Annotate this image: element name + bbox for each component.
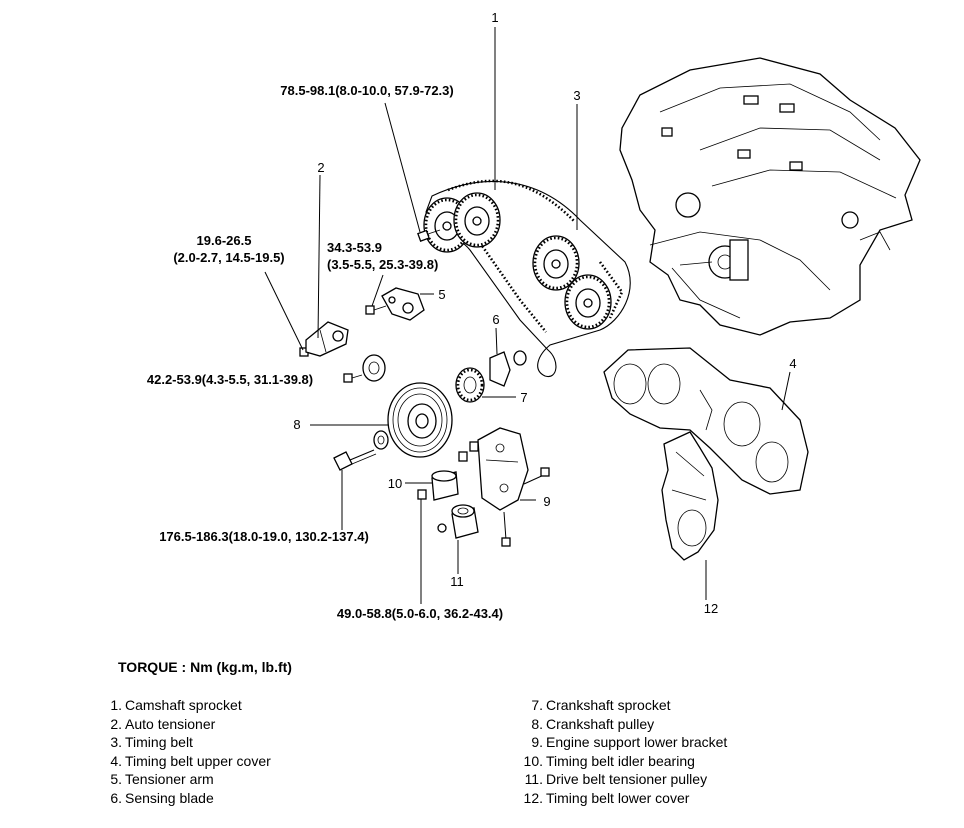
torque-tensioner-arm-line1: 34.3-53.9 xyxy=(327,240,382,255)
legend-item-number: 9. xyxy=(531,734,543,750)
torque-tensioner-arm-line2: (3.5-5.5, 25.3-39.8) xyxy=(327,257,438,272)
crankshaft-pulley-drawing xyxy=(373,382,453,458)
camshaft-sprockets-drawing xyxy=(423,192,612,330)
legend-item: 4.Timing belt upper cover xyxy=(108,752,271,771)
upper-cover-drawing xyxy=(603,347,809,495)
legend-item-number: 8. xyxy=(531,715,543,732)
legend-item-label: Camshaft sprocket xyxy=(125,697,242,713)
callout-10: 10 xyxy=(388,476,402,491)
sensing-blade-drawing xyxy=(489,350,527,387)
callout-5: 5 xyxy=(438,287,445,302)
torque-crank-bolt: 176.5-186.3(18.0-19.0, 130.2-137.4) xyxy=(159,529,369,544)
callout-4: 4 xyxy=(789,356,796,371)
engine-block-drawing xyxy=(619,57,921,336)
callout-numbers: 1 2 3 4 5 6 7 8 9 10 11 12 xyxy=(293,10,796,616)
callout-12: 12 xyxy=(704,601,718,616)
legend-item-label: Timing belt lower cover xyxy=(546,789,690,806)
idler-bearing-drawing xyxy=(431,470,459,501)
callout-2: 2 xyxy=(317,160,324,175)
tensioner-arm-drawing xyxy=(381,287,425,321)
legend-item-label: Auto tensioner xyxy=(125,715,216,732)
idler-pulley-drawing xyxy=(362,354,386,382)
torque-bracket-bolt: 49.0-58.8(5.0-6.0, 36.2-43.4) xyxy=(337,606,503,621)
legend-item-number: 12. xyxy=(523,789,543,806)
legend-item-number: 2. xyxy=(110,715,122,732)
callout-3: 3 xyxy=(573,88,580,103)
torque-specs: 78.5-98.1(8.0-10.0, 57.9-72.3) 19.6-26.5… xyxy=(147,83,503,621)
legend-item-label: Timing belt upper cover xyxy=(125,752,271,769)
torque-units-heading: TORQUE : Nm (kg.m, lb.ft) xyxy=(118,659,292,675)
callout-9: 9 xyxy=(543,494,550,509)
callout-6: 6 xyxy=(492,312,499,327)
legend-item-number: 11. xyxy=(524,771,543,787)
bolts-drawing xyxy=(299,229,550,547)
torque-auto-tensioner-line2: (2.0-2.7, 14.5-19.5) xyxy=(173,250,284,265)
auto-tensioner-drawing xyxy=(305,321,349,357)
leader-lines xyxy=(264,27,791,604)
legend-item-label: Engine support lower bracket xyxy=(546,734,728,750)
callout-1: 1 xyxy=(491,10,498,25)
legend-item-label: Tensioner arm xyxy=(125,771,214,787)
crankshaft-sprocket-drawing xyxy=(455,367,485,403)
legend-item-number: 5. xyxy=(110,771,122,787)
legend-item: 8.Crankshaft pulley xyxy=(521,715,727,734)
legend-item-number: 6. xyxy=(110,789,122,806)
legend-item-label: Drive belt tensioner pulley xyxy=(546,771,708,787)
callout-11: 11 xyxy=(450,574,464,589)
legend-item: 12.Timing belt lower cover xyxy=(521,789,727,808)
legend-item-number: 3. xyxy=(110,734,122,750)
legend-item-label: Timing belt xyxy=(125,734,193,750)
legend-item: 1.Camshaft sprocket xyxy=(108,696,271,715)
callout-8: 8 xyxy=(293,417,300,432)
torque-auto-tensioner-line1: 19.6-26.5 xyxy=(197,233,252,248)
legend-item-number: 4. xyxy=(110,752,122,769)
torque-idler-bolt: 42.2-53.9(4.3-5.5, 31.1-39.8) xyxy=(147,372,313,387)
legend-item: 5.Tensioner arm xyxy=(108,770,271,789)
drive-belt-tensioner-pulley-drawing xyxy=(451,504,479,539)
legend-item: 11.Drive belt tensioner pulley xyxy=(521,770,727,789)
legend-item-label: Crankshaft sprocket xyxy=(546,697,671,713)
legend-item: 9.Engine support lower bracket xyxy=(521,733,727,752)
timing-belt-drawing xyxy=(425,179,631,377)
legend-item-label: Sensing blade xyxy=(125,789,214,806)
lower-cover-drawing xyxy=(661,431,719,561)
legend-item-label: Crankshaft pulley xyxy=(546,715,655,732)
legend-item: 7.Crankshaft sprocket xyxy=(521,696,727,715)
torque-camshaft-bolt: 78.5-98.1(8.0-10.0, 57.9-72.3) xyxy=(280,83,453,98)
legend-item: 2.Auto tensioner xyxy=(108,715,271,734)
lower-bracket-drawing xyxy=(477,427,529,511)
legend-item: 6.Sensing blade xyxy=(108,789,271,808)
legend-item-label: Timing belt idler bearing xyxy=(546,752,695,769)
legend-item: 10.Timing belt idler bearing xyxy=(521,752,727,771)
legend-item-number: 10. xyxy=(523,752,543,769)
legend-item: 3.Timing belt xyxy=(108,733,271,752)
legend-item-number: 7. xyxy=(531,697,543,713)
callout-7: 7 xyxy=(520,390,527,405)
legend-item-number: 1. xyxy=(110,697,122,713)
